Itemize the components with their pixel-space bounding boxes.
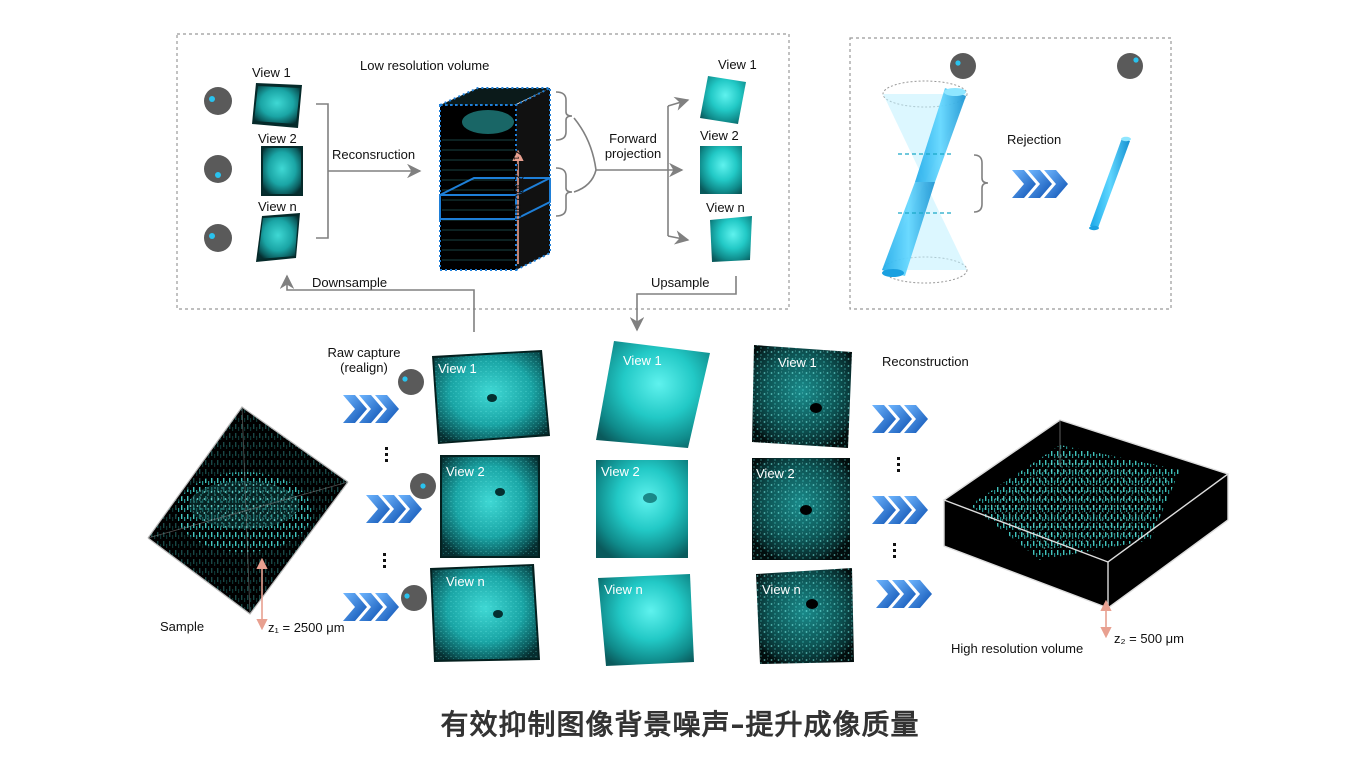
rejection-panel-border (849, 37, 1172, 310)
rejection-chevron-icon (1012, 170, 1068, 198)
final-reconstruction-label: Reconstruction (882, 354, 969, 369)
reconstruction-step-label: Reconsruction (332, 147, 416, 162)
high-res-volume (942, 419, 1230, 639)
upsample-label: Upsample (651, 275, 710, 290)
rejected-psf-graphic (1089, 136, 1131, 231)
low-res-view-label-2: View 2 (258, 131, 297, 146)
low-res-volume-stack (439, 87, 551, 271)
psf-cone-graphic (882, 80, 968, 284)
low-res-view-tiles-right (700, 76, 752, 262)
downsample-arrow (279, 274, 475, 332)
forward-view-label-1: View 1 (623, 353, 662, 368)
volume-depth-label: z₁ = 2500 μm (512, 150, 526, 221)
sample-label: Sample (160, 619, 205, 634)
recon-view-label-2: View 2 (756, 466, 795, 481)
reconstruction-chevron-icons (872, 405, 932, 608)
sample-depth-label: z₁ = 2500 μm (268, 620, 345, 635)
low-res-view-tiles-left (252, 83, 303, 262)
raw-capture-views (430, 350, 550, 662)
low-res-view-label-n: View n (258, 199, 297, 214)
caption-title: 有效抑制图像背景噪声–提升成像质量 (440, 708, 920, 741)
low-res-view-label-1: View 1 (252, 65, 291, 80)
forward-view-label-n: View n (604, 582, 643, 597)
high-res-depth-label: z₂ = 500 μm (1114, 631, 1184, 646)
angle-indicator-icon (204, 87, 232, 252)
projected-view-label-2: View 2 (700, 128, 739, 143)
low-res-volume-title: Low resolution volume (360, 58, 490, 73)
recon-view-label-n: View n (762, 582, 801, 597)
raw-capture-chevron-icons (343, 395, 422, 621)
low-res-panel-border (176, 33, 790, 310)
raw-capture-label: Raw capture (realign) (327, 345, 401, 375)
upsample-arrow (629, 276, 737, 332)
projected-view-label-1: View 1 (718, 57, 757, 72)
sample-cube (147, 406, 349, 631)
downsample-label: Downsample (312, 275, 388, 290)
forward-projection-label: Forward projection (604, 131, 662, 161)
raw-view-label-1: View 1 (438, 361, 477, 376)
raw-view-label-2: View 2 (446, 464, 485, 479)
rejection-label: Rejection (1007, 132, 1062, 147)
high-res-volume-label: High resolution volume (951, 641, 1084, 656)
ellipsis-dots (383, 447, 900, 568)
reconstruction-views (752, 345, 854, 664)
raw-view-label-n: View n (446, 574, 485, 589)
forward-projection-views (596, 341, 710, 666)
forward-view-label-2: View 2 (601, 464, 640, 479)
recon-view-label-1: View 1 (778, 355, 817, 370)
projected-view-label-n: View n (706, 200, 745, 215)
